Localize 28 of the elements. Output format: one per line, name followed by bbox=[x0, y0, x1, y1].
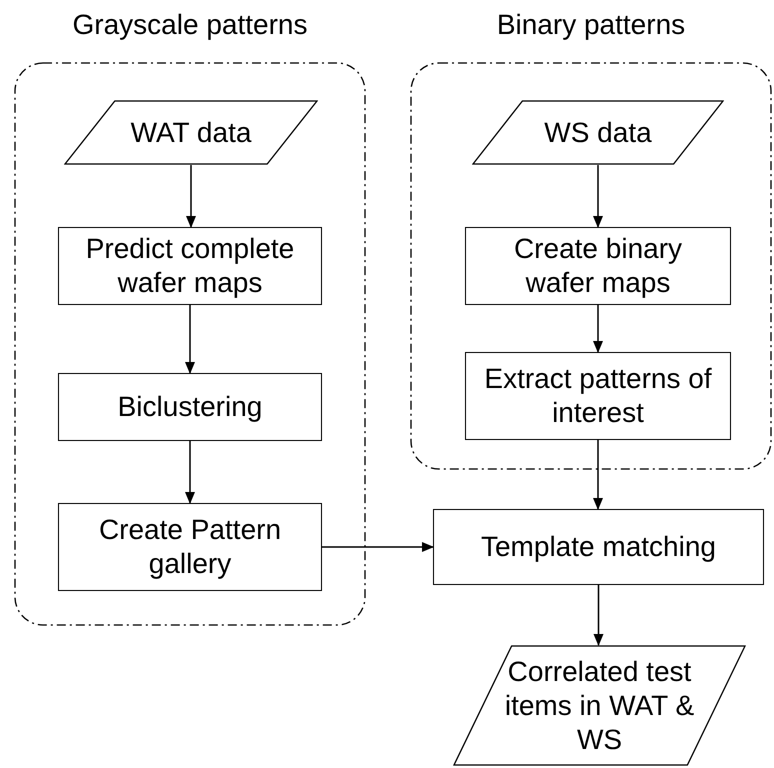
node-label: Create binary wafer maps bbox=[512, 232, 684, 300]
process-box bbox=[465, 352, 731, 440]
arrow bbox=[186, 165, 196, 228]
process-box bbox=[58, 373, 322, 441]
group-heading: Grayscale patterns bbox=[72, 8, 308, 42]
node-label: Extract patterns of interest bbox=[483, 362, 713, 430]
arrow bbox=[593, 165, 603, 228]
process-box bbox=[433, 509, 764, 585]
node-label: Correlated test items in WAT & WS bbox=[504, 654, 696, 756]
node-label: WS data bbox=[544, 116, 652, 150]
process-box bbox=[58, 503, 322, 591]
arrow bbox=[185, 441, 195, 504]
arrow bbox=[593, 440, 603, 510]
arrow bbox=[185, 305, 195, 374]
data-parallelogram bbox=[472, 100, 724, 165]
data-parallelogram bbox=[64, 100, 318, 165]
node-label: Biclustering bbox=[118, 390, 262, 424]
node-label: Template matching bbox=[480, 530, 716, 564]
process-box bbox=[58, 227, 322, 305]
node-label: Create Pattern gallery bbox=[98, 513, 282, 581]
arrow bbox=[594, 585, 604, 646]
data-parallelogram bbox=[453, 645, 746, 766]
node-label: Predict complete wafer maps bbox=[84, 232, 296, 300]
arrow bbox=[593, 305, 603, 353]
arrow bbox=[322, 542, 434, 552]
node-label: WAT data bbox=[130, 116, 252, 150]
process-box bbox=[465, 227, 731, 305]
group-heading: Binary patterns bbox=[496, 8, 686, 42]
